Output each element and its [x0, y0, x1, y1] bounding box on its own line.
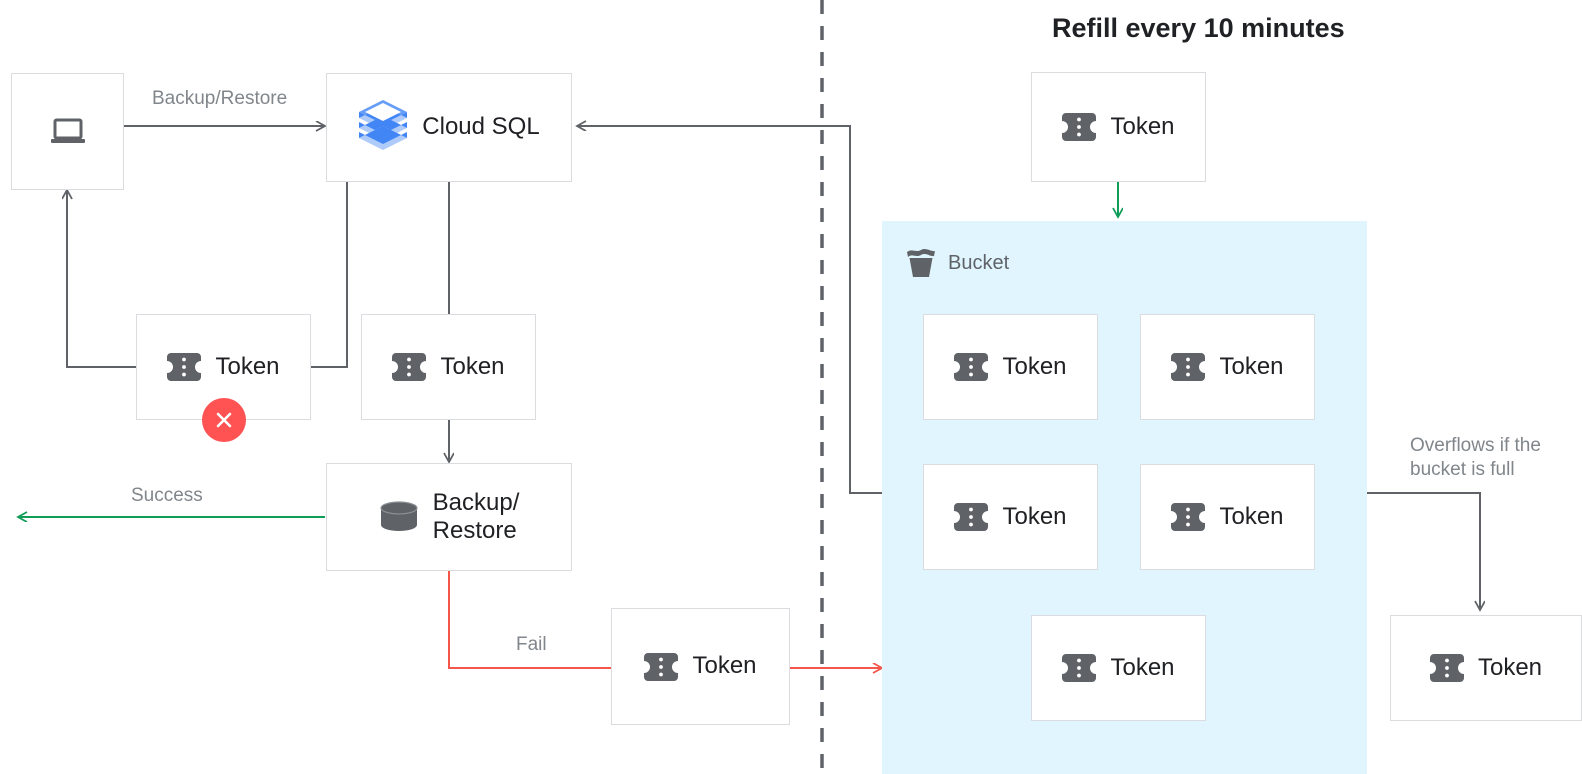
bucket-token-2-label: Token	[1219, 352, 1284, 380]
bucket-token-3-label: Token	[1002, 502, 1067, 530]
token-overflow-label: Token	[1477, 653, 1543, 681]
token-icon	[1429, 654, 1464, 682]
bucket-label: Bucket	[948, 251, 1010, 274]
edge-label-success: Success	[131, 485, 203, 506]
token-left-failed-label: Token	[215, 352, 280, 380]
token-fail-out-label: Token	[692, 652, 757, 680]
token-icon	[392, 353, 427, 381]
bucket-token-2[interactable]: Token	[1140, 314, 1315, 420]
edge-bucket-overflow	[1367, 492, 1480, 610]
cloud-sql-icon	[358, 99, 408, 156]
token-center-label: Token	[440, 352, 505, 380]
close-icon	[216, 412, 232, 428]
token-refill-node[interactable]: Token	[1031, 72, 1206, 182]
database-icon	[379, 501, 419, 533]
token-icon	[1171, 503, 1206, 531]
token-fail-out-node[interactable]: Token	[611, 608, 790, 725]
edge-label-fail: Fail	[516, 634, 547, 655]
error-x-badge	[202, 398, 246, 442]
page-title: Refill every 10 minutes	[1052, 13, 1345, 43]
laptop-icon	[50, 118, 86, 146]
token-icon	[167, 353, 202, 381]
edge-bucket-to-cloudsql	[577, 126, 882, 494]
token-icon	[1171, 353, 1206, 381]
bucket-token-5-label: Token	[1110, 653, 1175, 681]
token-icon	[1062, 654, 1097, 682]
cloud-sql-label: Cloud SQL	[422, 113, 540, 141]
bucket-token-3[interactable]: Token	[923, 464, 1098, 570]
bucket-header: Bucket	[904, 248, 1009, 278]
bucket-token-1[interactable]: Token	[923, 314, 1098, 420]
bucket-token-5[interactable]: Token	[1031, 615, 1206, 721]
edge-label-overflow: Overflows if the bucket is full	[1410, 435, 1541, 480]
bucket-token-4-label: Token	[1219, 502, 1284, 530]
token-overflow-node[interactable]: Token	[1390, 615, 1582, 721]
token-icon	[1062, 113, 1097, 141]
token-icon	[644, 652, 679, 681]
token-icon	[954, 353, 989, 381]
laptop-node[interactable]	[11, 73, 124, 190]
backup-restore-label: Backup/ Restore	[432, 488, 520, 544]
token-refill-label: Token	[1110, 112, 1175, 140]
token-icon	[954, 503, 989, 531]
bucket-icon	[904, 248, 938, 278]
backup-restore-node[interactable]: Backup/ Restore	[326, 463, 572, 571]
cloud-sql-node[interactable]: Cloud SQL	[326, 73, 572, 182]
bucket-token-1-label: Token	[1002, 352, 1067, 380]
edge-label-backup-restore: Backup/Restore	[152, 88, 288, 109]
token-center-node[interactable]: Token	[361, 314, 536, 420]
bucket-token-4[interactable]: Token	[1140, 464, 1315, 570]
